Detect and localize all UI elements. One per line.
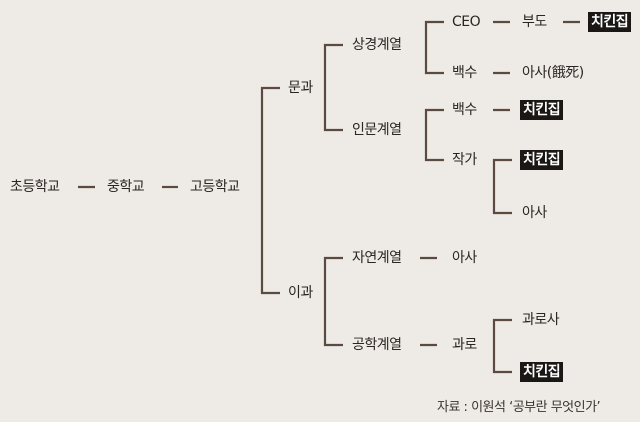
node-middle: 중학교	[107, 179, 145, 195]
source-caption: 자료 : 이원석 ‘공부란 무엇인가’	[437, 400, 601, 415]
bracket-humanities	[323, 43, 343, 132]
node-engineering: 공학계열	[352, 337, 402, 353]
node-liberal-arts: 인문계열	[352, 122, 402, 138]
node-business: 상경계열	[352, 37, 402, 53]
node-jobless: 백수	[452, 102, 477, 118]
node-writer: 작가	[452, 152, 477, 168]
node-humanities-division: 문과	[288, 80, 313, 96]
node-chicken-shop: 치킨집	[520, 362, 564, 382]
node-chicken-shop: 치킨집	[520, 150, 564, 170]
node-natural-science: 자연계열	[352, 250, 402, 266]
bracket-high-school	[260, 86, 280, 295]
node-jobless: 백수	[452, 65, 477, 81]
node-death-by-overwork: 과로사	[522, 312, 560, 328]
node-overwork: 과로	[452, 337, 477, 353]
node-elementary: 초등학교	[10, 179, 60, 195]
node-high: 고등학교	[190, 179, 240, 195]
node-starvation: 아사(餓死)	[522, 65, 584, 81]
node-ceo: CEO	[452, 14, 481, 30]
node-chicken-shop: 치킨집	[588, 12, 632, 32]
node-starvation: 아사	[522, 205, 547, 221]
node-bankrupt: 부도	[522, 14, 547, 30]
bracket-overwork	[492, 318, 512, 374]
bracket-writer	[492, 158, 512, 215]
bracket-liberal-arts	[424, 108, 444, 162]
node-starvation: 아사	[452, 250, 477, 266]
bracket-science	[323, 256, 343, 347]
node-science-division: 이과	[288, 285, 313, 301]
bracket-business	[424, 20, 444, 75]
node-chicken-shop: 치킨집	[520, 100, 564, 120]
